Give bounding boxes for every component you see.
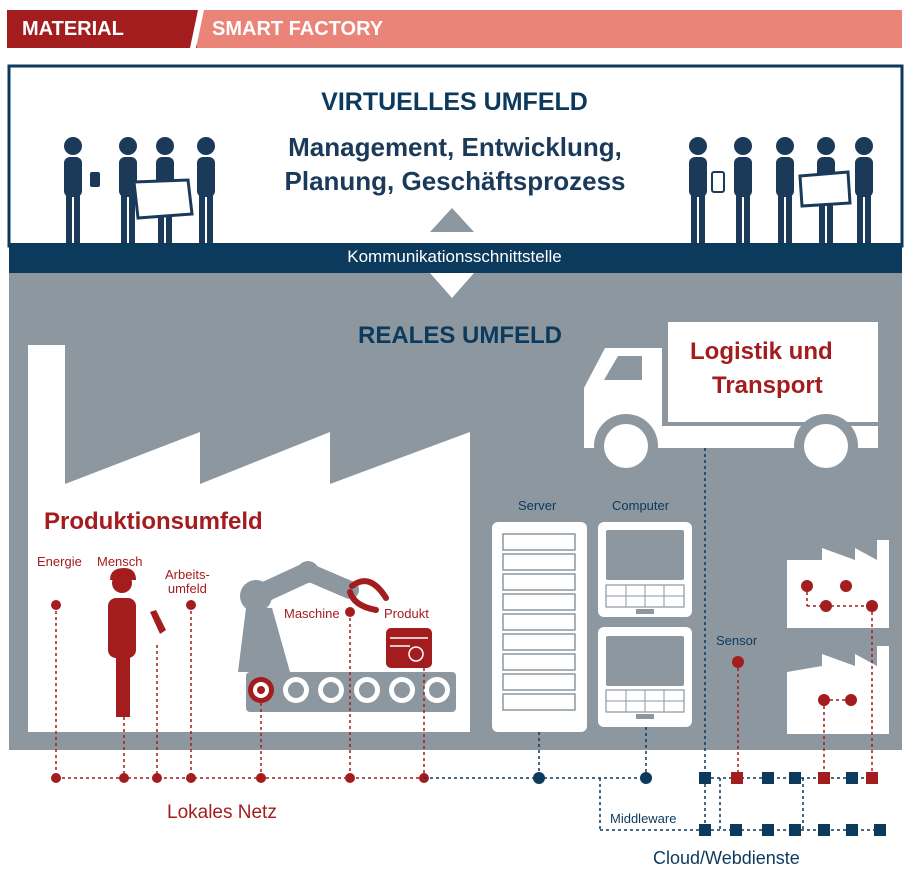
header-material-bar xyxy=(7,10,197,48)
truck-icon xyxy=(584,322,878,478)
production-title: Produktionsumfeld xyxy=(44,508,263,535)
computer-icon-top xyxy=(598,522,692,617)
label-server: Server xyxy=(518,498,557,513)
label-computer: Computer xyxy=(612,498,670,513)
label-local-network: Lokales Netz xyxy=(167,802,277,823)
conveyor-icon xyxy=(246,672,456,712)
label-product: Produkt xyxy=(384,606,429,621)
arrow-down-icon xyxy=(430,273,474,298)
label-energy: Energie xyxy=(37,554,82,569)
tablet-icon xyxy=(711,171,725,193)
factory-building-icon xyxy=(28,345,470,732)
header-smart-factory-bar xyxy=(190,10,902,48)
server-icon xyxy=(492,522,587,732)
factory-small-bottom-icon xyxy=(787,646,889,734)
virtual-line1: Management, Entwicklung, xyxy=(288,132,622,162)
arrow-up-icon xyxy=(430,208,474,232)
virtual-title: VIRTUELLES UMFELD xyxy=(321,88,588,116)
interface-band xyxy=(9,243,902,273)
label-work-environment-line2: umfeld xyxy=(167,581,207,596)
logistics-line1: Logistik und xyxy=(690,338,833,365)
people-group-left-icon xyxy=(64,137,215,243)
label-middleware: Middleware xyxy=(610,811,677,826)
virtual-line2: Planung, Geschäftsprozess xyxy=(284,166,626,196)
worker-icon xyxy=(108,568,166,717)
label-work-environment: Arbeits- umfeld xyxy=(165,568,210,596)
real-title: REALES UMFELD xyxy=(358,322,562,349)
label-person: Mensch xyxy=(97,554,143,569)
middleware-network-nodes xyxy=(533,772,886,836)
product-icon xyxy=(386,628,432,668)
robot-arm-icon xyxy=(238,561,389,672)
header-material-label: MATERIAL xyxy=(22,18,124,40)
people-group-right-icon xyxy=(689,137,873,243)
local-network-nodes xyxy=(51,580,878,783)
label-sensor: Sensor xyxy=(716,633,758,648)
virtual-subtitle: Management, Entwicklung, Planung, Geschä… xyxy=(240,130,670,198)
label-cloud: Cloud/Webdienste xyxy=(653,848,800,868)
local-network-lines xyxy=(55,586,873,779)
label-work-environment-line1: Arbeits- xyxy=(165,567,210,582)
computer-icon-bottom xyxy=(598,627,692,727)
board-icon-right xyxy=(798,170,852,208)
header-slant xyxy=(176,10,204,48)
label-machine: Maschine xyxy=(284,606,340,621)
board-icon-left xyxy=(132,178,194,220)
header-smart-factory-label: SMART FACTORY xyxy=(212,18,384,40)
interface-label: Kommunikationsschnittstelle xyxy=(347,247,562,266)
cloud-red-nodes xyxy=(731,772,878,784)
logistics-line2: Transport xyxy=(712,372,823,399)
